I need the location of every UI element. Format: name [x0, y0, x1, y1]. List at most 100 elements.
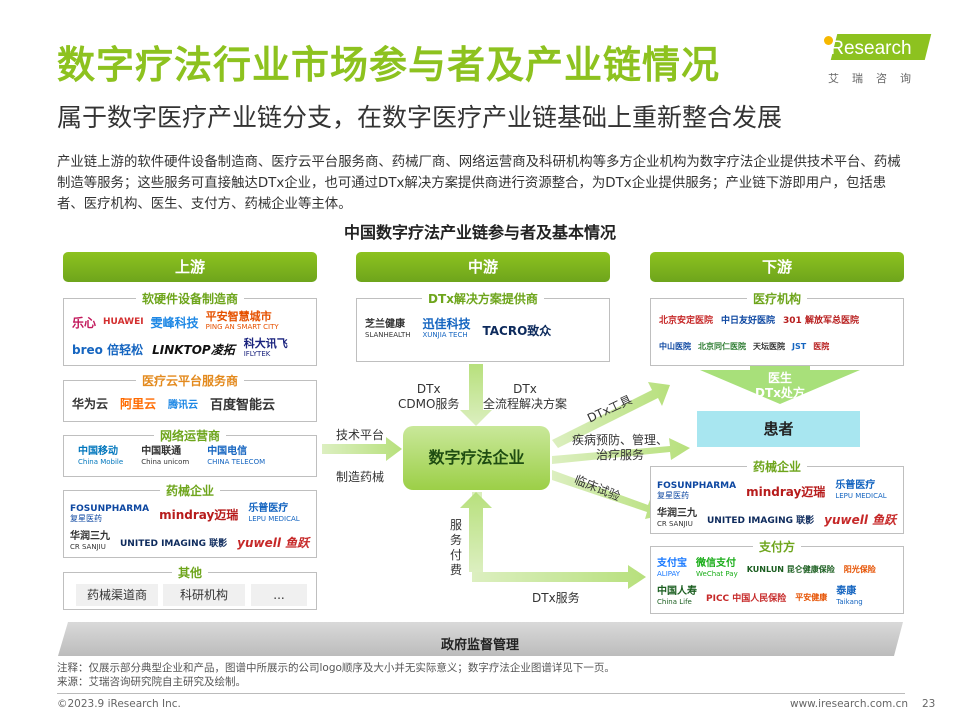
- pharma-down-label: 药械企业: [651, 458, 903, 475]
- breo-logo: breo 倍轻松: [72, 342, 144, 357]
- aliyun-logo: 阿里云: [120, 397, 157, 411]
- arrow-tech-platform: [322, 437, 402, 461]
- arrow-hospital-doctor: [700, 363, 860, 404]
- iresearch-logo: iResearch 艾瑞咨询: [820, 30, 932, 85]
- chart-title: 中国数字疗法产业链参与者及基本情况: [343, 223, 616, 242]
- hospital-label: 医疗机构: [651, 290, 903, 307]
- header-downstream: 下游: [650, 252, 904, 282]
- footer-url: www.iresearch.com.cn: [790, 698, 909, 710]
- page-subtitle: 属于数字医疗产业链分支，在数字医疗产业链基础上重新整合发展: [57, 103, 783, 132]
- footer-copyright: ©2023.9 iResearch Inc.: [57, 698, 181, 710]
- note: 注释：仅展示部分典型企业和产品，图谱中所展示的公司logo顺序及大小并无实际意义…: [57, 662, 615, 674]
- label-cdmo: DTx CDMO服务: [398, 382, 460, 411]
- gov-supervision: 政府监督管理: [440, 638, 519, 653]
- box-cloud: 医疗云平台服务商 华为云 阿里云 腾讯云 百度智能云: [63, 374, 317, 422]
- pharma-up-label: 药械企业: [64, 482, 316, 499]
- gov-bar: [58, 622, 903, 656]
- patient-node: 患者: [697, 411, 860, 447]
- huawei-logo: HUAWEI: [103, 317, 144, 327]
- arrow-dtx-tool: [552, 382, 670, 448]
- mindray-logo-down: mindray迈瑞: [746, 484, 826, 499]
- lexin-logo: 乐心: [72, 315, 97, 330]
- label-manufacture: 制造药械: [336, 470, 385, 484]
- doctor-dtx-prescription: 医生 DTx处方: [755, 371, 805, 400]
- linktop-logo: LINKTOP凌拓: [152, 342, 235, 357]
- hospital-row-1: 北京安定医院 中日友好医院 301 解放军总医院: [659, 313, 859, 326]
- pla-301-logo: 301 解放军总医院: [783, 316, 859, 326]
- arrow-service-down: [472, 492, 646, 589]
- page-title: 数字疗法行业市场参与者及产业链情况: [57, 43, 721, 87]
- arrow-pay-up: [460, 492, 492, 572]
- dtx-company-node: 数字疗法企业: [403, 426, 550, 490]
- wenfeng-logo: 雯峰科技: [150, 315, 199, 330]
- arrow-mid-to-center: [460, 364, 492, 426]
- label-dtx-service: DTx服务: [532, 591, 580, 605]
- tiantan-logo: 天坛医院: [753, 342, 785, 351]
- box-hospital: 医疗机构 北京安定医院 中日友好医院 301 解放军总医院 中山医院 北京同仁医…: [650, 292, 904, 366]
- kunlun-logo: KUNLUN 昆仑健康保险: [746, 564, 835, 574]
- united-imaging-logo: UNITED IMAGING 联影: [120, 538, 228, 549]
- tongren-logo: 北京同仁医院: [698, 342, 746, 351]
- yuwell-logo: yuwell 鱼跃: [237, 535, 310, 550]
- telecom-label: 网络运营商: [64, 427, 316, 444]
- anding-hospital-logo: 北京安定医院: [659, 316, 714, 326]
- yuwell-logo-down: yuwell 鱼跃: [824, 512, 897, 527]
- united-imaging-logo-down: UNITED IMAGING 联影: [707, 515, 815, 526]
- logo-text: iResearch: [826, 38, 912, 59]
- picc-logo: PICC 中国人民保险: [706, 593, 787, 604]
- sunshine-insurance-logo: 阳光保险: [843, 564, 876, 574]
- intro-paragraph: 产业链上游的软件硬件设备制造商、医疗云平台服务商、药械厂商、网络运营商及科研机构…: [57, 155, 901, 212]
- arrow-clinical: [552, 470, 668, 519]
- logo-subtext: 艾瑞咨询: [828, 72, 924, 85]
- chip-channel: 药械渠道商: [76, 584, 158, 606]
- zhongshan-logo: 中山医院: [659, 342, 691, 351]
- hardware-label: 软硬件设备制造商: [64, 290, 316, 307]
- tacro-logo: TACRO致众: [482, 323, 552, 338]
- label-prevention: 疾病预防、管理、 治疗服务: [572, 433, 669, 462]
- pingan-health-logo: 平安健康: [795, 592, 828, 602]
- tencent-cloud-logo: 腾讯云: [168, 400, 199, 411]
- hospital-row-2: 中山医院 北京同仁医院 天坛医院 JST 医院: [659, 341, 829, 352]
- cloud-label: 医疗云平台服务商: [64, 372, 316, 389]
- chip-research: 科研机构: [163, 584, 245, 606]
- mindray-logo: mindray迈瑞: [159, 507, 239, 522]
- chest-hospital-logo: JST: [792, 342, 807, 351]
- header-upstream: 上游: [63, 252, 317, 282]
- logo-dot: [824, 36, 833, 45]
- arrow-prevention: [552, 438, 690, 464]
- dtx-solution-label: DTx解决方案提供商: [357, 290, 609, 307]
- label-tech-platform: 技术平台: [336, 428, 385, 442]
- other-label: 其他: [64, 564, 316, 581]
- chip-more: ...: [251, 584, 307, 606]
- china-japan-hospital-logo: 中日友好医院: [721, 316, 776, 326]
